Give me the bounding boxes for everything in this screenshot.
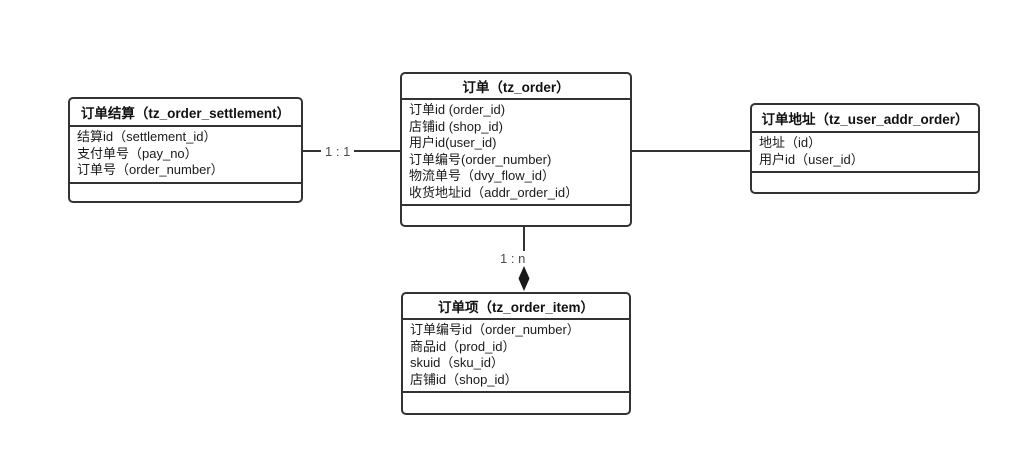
entity-footer (402, 206, 630, 225)
entity-field: 订单编号(order_number) (409, 151, 552, 167)
entity-title: 订单地址（tz_user_addr_order） (752, 105, 978, 133)
diamond-arrow-icon (518, 266, 530, 291)
entity-order-item[interactable]: 订单项（tz_order_item） 订单编号id（order_number） … (401, 292, 631, 415)
entity-field: 订单id (order_id) (409, 102, 506, 117)
entity-field-list: 结算id（settlement_id） 支付单号（pay_no） 订单号（ord… (70, 127, 301, 184)
entity-user-addr-order[interactable]: 订单地址（tz_user_addr_order） 地址（id） 用户id（use… (750, 103, 980, 194)
entity-title: 订单项（tz_order_item） (403, 294, 629, 320)
entity-field: 用户id(user_id) (409, 135, 497, 150)
cardinality-label-1-1: 1 : 1 (321, 144, 355, 159)
entity-field: 地址（id） (759, 135, 822, 150)
entity-title: 订单（tz_order） (402, 74, 630, 100)
entity-title: 订单结算（tz_order_settlement） (70, 99, 301, 127)
entity-field-list: 地址（id） 用户id（user_id） (752, 133, 978, 173)
entity-field: 结算id（settlement_id） (77, 129, 217, 144)
entity-field: 收货地址id（addr_order_id） (409, 184, 579, 200)
entity-field: 订单号（order_number） (77, 162, 224, 177)
entity-order[interactable]: 订单（tz_order） 订单id (order_id) 店铺id (shop_… (400, 72, 632, 227)
entity-field: 店铺id (shop_id) (409, 118, 503, 134)
entity-field-list: 订单编号id（order_number） 商品id（prod_id） skuid… (403, 320, 629, 393)
entity-field: 用户id（user_id） (759, 151, 864, 167)
cardinality-label-1-n: 1 : n (496, 251, 530, 266)
entity-field: 商品id（prod_id） (410, 338, 516, 354)
entity-field: 订单编号id（order_number） (410, 322, 580, 337)
entity-footer (752, 173, 978, 192)
entity-field: skuid（sku_id） (410, 355, 504, 370)
entity-field: 支付单号（pay_no） (77, 145, 198, 161)
entity-field-list: 订单id (order_id) 店铺id (shop_id) 用户id(user… (402, 100, 630, 206)
entity-field: 店铺id（shop_id） (410, 371, 518, 387)
entity-field: 物流单号（dvy_flow_id） (409, 168, 555, 183)
entity-footer (70, 184, 301, 202)
entity-order-settlement[interactable]: 订单结算（tz_order_settlement） 结算id（settlemen… (68, 97, 303, 203)
entity-footer (403, 393, 629, 413)
